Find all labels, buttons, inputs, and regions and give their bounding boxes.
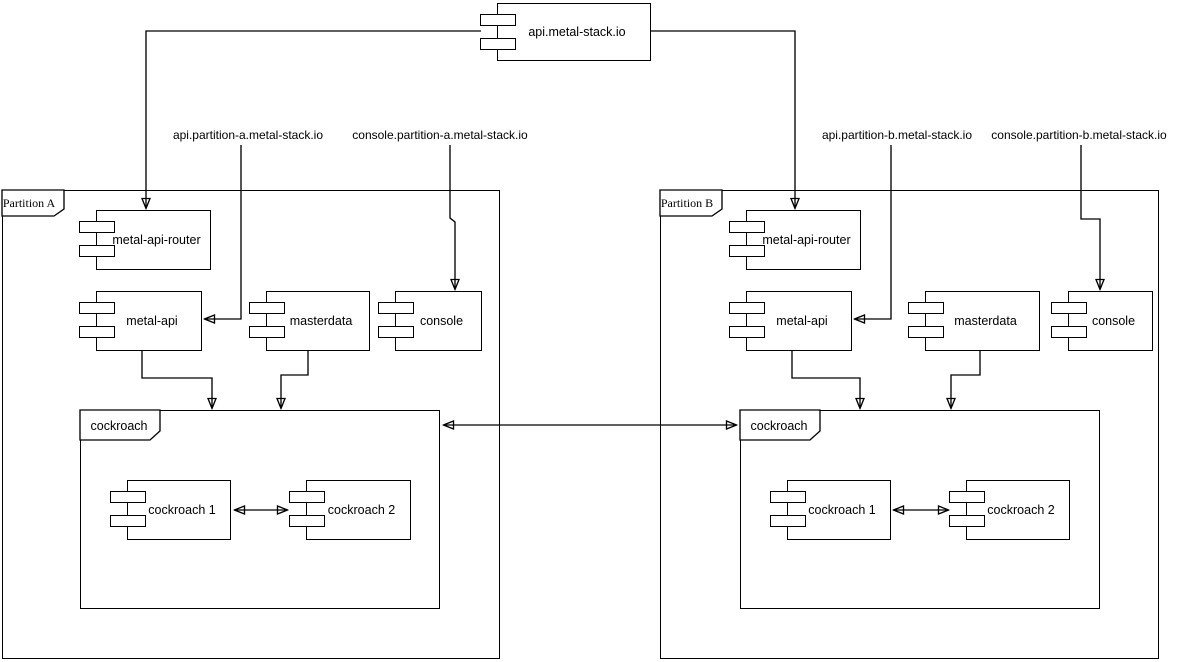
component-cockroach2-a: cockroach 2 xyxy=(289,480,411,540)
component-icon xyxy=(480,38,516,50)
component-label: api.metal-stack.io xyxy=(528,24,626,39)
dns-label-api-partition-b: api.partition-b.metal-stack.io xyxy=(821,128,973,142)
component-label: cockroach 1 xyxy=(808,502,876,517)
component-label: console xyxy=(1091,313,1136,328)
edge-metal-api-a-to-cockroach-a xyxy=(141,351,212,408)
edge-dns-console-a-to-console-a xyxy=(449,145,455,289)
component-masterdata-b: masterdata xyxy=(908,291,1040,351)
edge-dns-api-a-to-metal-api-a xyxy=(205,145,242,319)
component-icon xyxy=(908,302,944,314)
component-icon xyxy=(289,491,325,503)
component-api-metal-stack-io: api.metal-stack.io xyxy=(480,3,651,61)
component-label: metal-api xyxy=(126,313,178,328)
component-label: metal-api-router xyxy=(762,232,851,247)
component-label: console xyxy=(419,313,464,328)
component-label: masterdata xyxy=(289,313,353,328)
component-icon xyxy=(249,326,285,338)
component-label: cockroach 2 xyxy=(987,502,1055,517)
cockroach-b-label-tab xyxy=(739,409,821,441)
component-label: cockroach 1 xyxy=(148,502,216,517)
component-icon xyxy=(729,326,765,338)
dns-label-console-partition-b: console.partition-b.metal-stack.io xyxy=(991,128,1167,142)
component-icon xyxy=(1051,302,1087,314)
partition-a-label: Partition A xyxy=(3,196,56,210)
component-icon xyxy=(729,221,765,233)
edge-dns-api-b-to-metal-api-b xyxy=(855,145,892,319)
component-icon xyxy=(289,515,325,527)
component-icon xyxy=(378,302,414,314)
cockroach-a-label: cockroach xyxy=(91,419,148,433)
component-masterdata-a: masterdata xyxy=(249,291,370,351)
component-console-a: console xyxy=(378,291,482,351)
dns-label-api-partition-a: api.partition-a.metal-stack.io xyxy=(172,128,324,142)
edge-masterdata-a-to-cockroach-a xyxy=(281,351,309,408)
component-cockroach2-b: cockroach 2 xyxy=(949,480,1070,540)
partition-b-label-tab xyxy=(659,189,723,217)
component-icon xyxy=(770,515,806,527)
component-icon xyxy=(110,491,146,503)
component-metal-api-a: metal-api xyxy=(79,291,202,351)
component-icon xyxy=(480,14,516,26)
cockroach-a-label-tab xyxy=(79,409,161,441)
edge-root-to-router-b xyxy=(651,30,795,208)
component-icon xyxy=(378,326,414,338)
component-cockroach1-a: cockroach 1 xyxy=(110,480,231,540)
component-icon xyxy=(770,491,806,503)
dns-label-console-partition-a: console.partition-a.metal-stack.io xyxy=(352,128,528,142)
partition-a-label-tab xyxy=(1,189,65,217)
component-icon xyxy=(729,245,765,257)
component-metal-api-router-b: metal-api-router xyxy=(729,210,861,270)
component-icon xyxy=(949,515,985,527)
component-icon xyxy=(110,515,146,527)
edge-masterdata-b-to-cockroach-b xyxy=(951,351,981,408)
component-cockroach1-b: cockroach 1 xyxy=(770,480,891,540)
edge-metal-api-b-to-cockroach-b xyxy=(791,351,860,408)
component-icon xyxy=(949,491,985,503)
component-icon xyxy=(1051,326,1087,338)
component-icon xyxy=(79,245,115,257)
component-label: metal-api xyxy=(776,313,828,328)
cockroach-b-label: cockroach xyxy=(751,419,808,433)
component-label: metal-api-router xyxy=(112,232,201,247)
partition-b-label: Partition B xyxy=(661,196,713,210)
component-metal-api-router-a: metal-api-router xyxy=(79,210,211,270)
component-label: masterdata xyxy=(954,313,1017,328)
edge-root-to-router-a xyxy=(146,30,481,208)
component-icon xyxy=(79,326,115,338)
edge-dns-console-b-to-console-b xyxy=(1080,145,1100,289)
component-icon xyxy=(249,302,285,314)
component-metal-api-b: metal-api xyxy=(729,291,852,351)
component-icon xyxy=(79,302,115,314)
component-icon xyxy=(79,221,115,233)
component-icon xyxy=(729,302,765,314)
component-console-b: console xyxy=(1051,291,1153,351)
component-label: cockroach 2 xyxy=(327,502,396,517)
component-icon xyxy=(908,326,944,338)
